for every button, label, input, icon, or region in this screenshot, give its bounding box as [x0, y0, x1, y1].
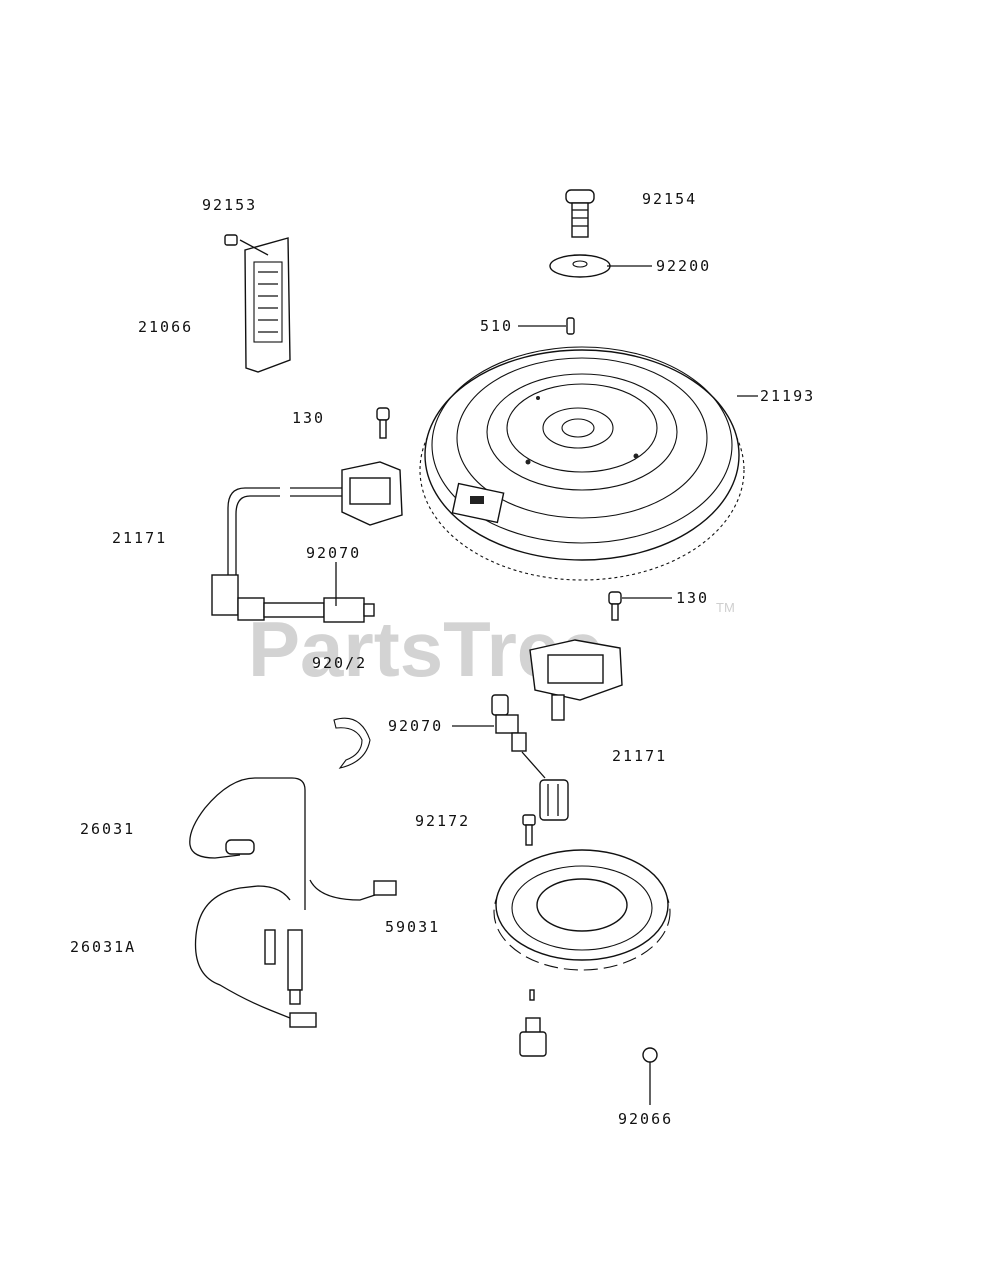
- label-92153: 92153: [202, 196, 257, 214]
- watermark-trademark: TM: [716, 600, 735, 615]
- label-92070-middle: 92070: [388, 717, 443, 735]
- ignition-coil-left-drawing: [211, 461, 403, 623]
- label-92154: 92154: [642, 190, 697, 208]
- label-21066: 21066: [138, 318, 193, 336]
- part-labels: 92153 21066 92154 92200 510 21193 130 21…: [70, 190, 815, 1128]
- nut-drawing: [642, 1047, 658, 1063]
- ignition-coil-right-drawing: [529, 639, 623, 721]
- label-21171-right: 21171: [612, 747, 667, 765]
- connector-drawing: [522, 779, 569, 846]
- spark-plug-drawing: [491, 694, 546, 779]
- label-21193: 21193: [760, 387, 815, 405]
- label-130-lower: 130: [676, 589, 709, 607]
- plate-drawing: [224, 234, 291, 373]
- label-92070-upper: 92070: [306, 544, 361, 562]
- stator-drawing: [493, 849, 671, 971]
- bolt-130-lower-drawing: [608, 591, 622, 621]
- label-26031: 26031: [80, 820, 135, 838]
- label-510: 510: [480, 317, 513, 335]
- washer-drawing: [549, 254, 611, 278]
- bolt-130-upper-drawing: [376, 407, 390, 439]
- label-130-upper: 130: [292, 409, 325, 427]
- terminal-drawing: [519, 989, 547, 1057]
- label-92066: 92066: [618, 1110, 673, 1128]
- leader-lines: [239, 239, 758, 1105]
- label-59031: 59031: [385, 918, 440, 936]
- bolt-92154-drawing: [565, 189, 595, 238]
- label-92072: 920/2: [312, 654, 367, 672]
- clip-drawing: [333, 717, 371, 769]
- key-drawing: [566, 317, 575, 335]
- harness-drawing: [189, 777, 397, 1028]
- label-26031A: 26031A: [70, 938, 136, 956]
- label-21171-left: 21171: [112, 529, 167, 547]
- flywheel-drawing: [419, 346, 745, 581]
- label-92172: 92172: [415, 812, 470, 830]
- label-92200: 92200: [656, 257, 711, 275]
